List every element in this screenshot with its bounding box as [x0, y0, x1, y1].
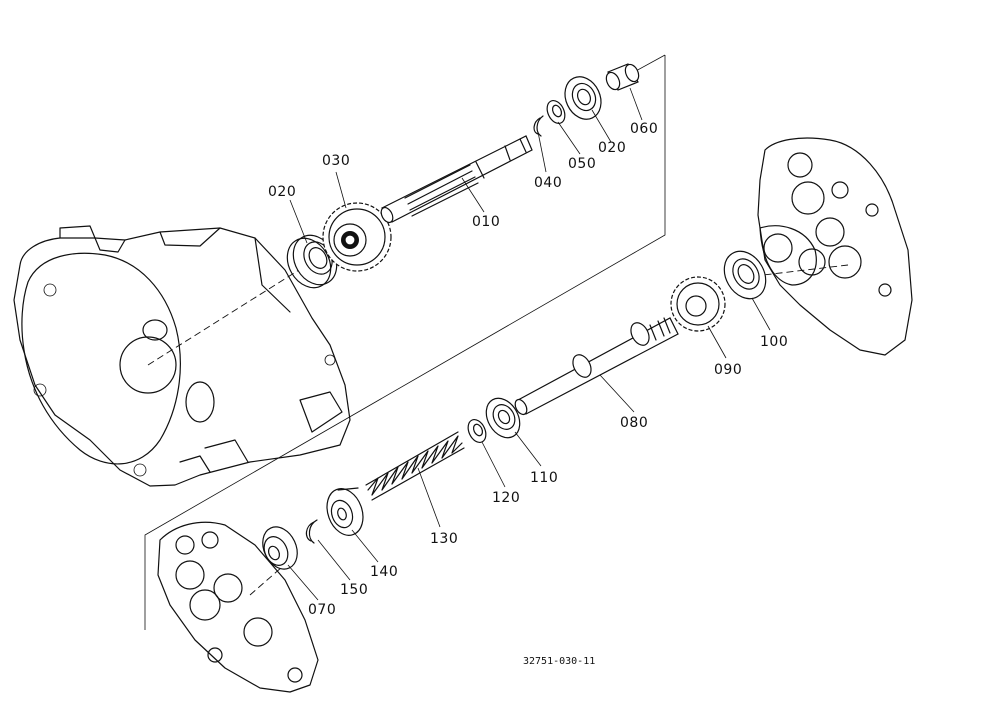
label-100: 100: [760, 334, 788, 350]
gear-090: [670, 276, 726, 332]
assembly-frame: [144, 54, 666, 630]
bottom-housing-plate: [157, 521, 319, 693]
label-090: 090: [714, 362, 742, 378]
washer-120: [467, 419, 487, 443]
plate-140: [326, 487, 364, 536]
gear-030: [322, 202, 392, 272]
label-020-left: 020: [268, 184, 296, 200]
label-060: 060: [630, 121, 658, 137]
bearing-020-right: [564, 76, 602, 120]
label-040: 040: [534, 175, 562, 191]
transmission-housing: [13, 225, 351, 487]
shaft-080: [514, 317, 679, 416]
label-010: 010: [472, 214, 500, 230]
bearing-100: [723, 250, 767, 300]
bearing-070: [262, 526, 298, 570]
label-150: 150: [340, 582, 368, 598]
label-140: 140: [370, 564, 398, 580]
label-070: 070: [308, 602, 336, 618]
leader-lines: [287, 87, 771, 601]
shaft-010: [380, 135, 533, 224]
snap-ring-040: [533, 115, 544, 137]
label-130: 130: [430, 531, 458, 547]
label-080: 080: [620, 415, 648, 431]
right-housing-plate: [757, 137, 913, 356]
spring-130: [365, 431, 465, 501]
label-050: 050: [568, 156, 596, 172]
sleeve-060: [605, 63, 640, 91]
label-020-right: 020: [598, 140, 626, 156]
part-labels: 020 030 010 040 050 020 060 100 090 080 …: [268, 121, 788, 618]
snap-ring-150: [305, 519, 318, 544]
collar-050: [546, 100, 566, 124]
bearing-110: [485, 397, 521, 439]
label-110: 110: [530, 470, 558, 486]
label-030: 030: [322, 153, 350, 169]
drawing-code: 32751-030-11: [523, 656, 595, 667]
label-120: 120: [492, 490, 520, 506]
